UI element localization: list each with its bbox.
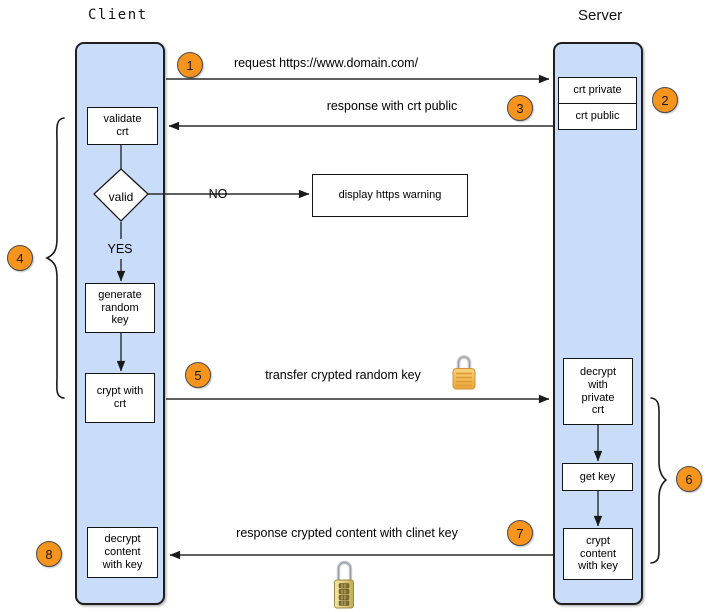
- step-7-badge: 7: [507, 520, 533, 546]
- response-content-message: response crypted content with clinet key: [236, 526, 458, 540]
- crt-private-box: crt private: [558, 77, 637, 104]
- get-key-box: get key: [562, 463, 633, 491]
- client-steps-brace: [45, 117, 65, 399]
- combination-lock-icon: [334, 560, 354, 609]
- generate-random-key-box: generate random key: [85, 283, 155, 333]
- valid-decision-label: valid: [108, 190, 134, 204]
- step-3-badge: 3: [507, 95, 533, 121]
- step-8-badge: 8: [36, 541, 62, 567]
- transfer-key-message: transfer crypted random key: [265, 368, 421, 382]
- server-steps-brace: [650, 397, 668, 564]
- no-branch-label: NO: [208, 187, 228, 201]
- response-crt-public-message: response with crt public: [326, 99, 458, 113]
- step-4-badge: 4: [7, 245, 33, 271]
- step-5-badge: 5: [185, 362, 211, 388]
- crt-public-box: crt public: [558, 103, 637, 130]
- decrypt-content-with-key-box: decrypt content with key: [87, 527, 158, 578]
- request-message: request https://www.domain.com/: [233, 56, 419, 70]
- step-2-badge: 2: [652, 87, 678, 113]
- display-https-warning-box: display https warning: [312, 174, 468, 217]
- step-6-badge: 6: [676, 466, 702, 492]
- padlock-icon: [452, 355, 476, 390]
- crypt-with-crt-box: crypt with crt: [85, 373, 155, 423]
- yes-branch-label: YES: [107, 242, 133, 256]
- decrypt-with-private-crt-box: decrypt with private crt: [563, 358, 633, 425]
- server-lane-title: Server: [578, 7, 623, 24]
- crypt-content-with-key-box: crypt content with key: [563, 528, 633, 580]
- validate-crt-box: validate crt: [87, 107, 158, 145]
- step-1-badge: 1: [177, 52, 203, 78]
- client-lane-title: Client: [88, 7, 148, 23]
